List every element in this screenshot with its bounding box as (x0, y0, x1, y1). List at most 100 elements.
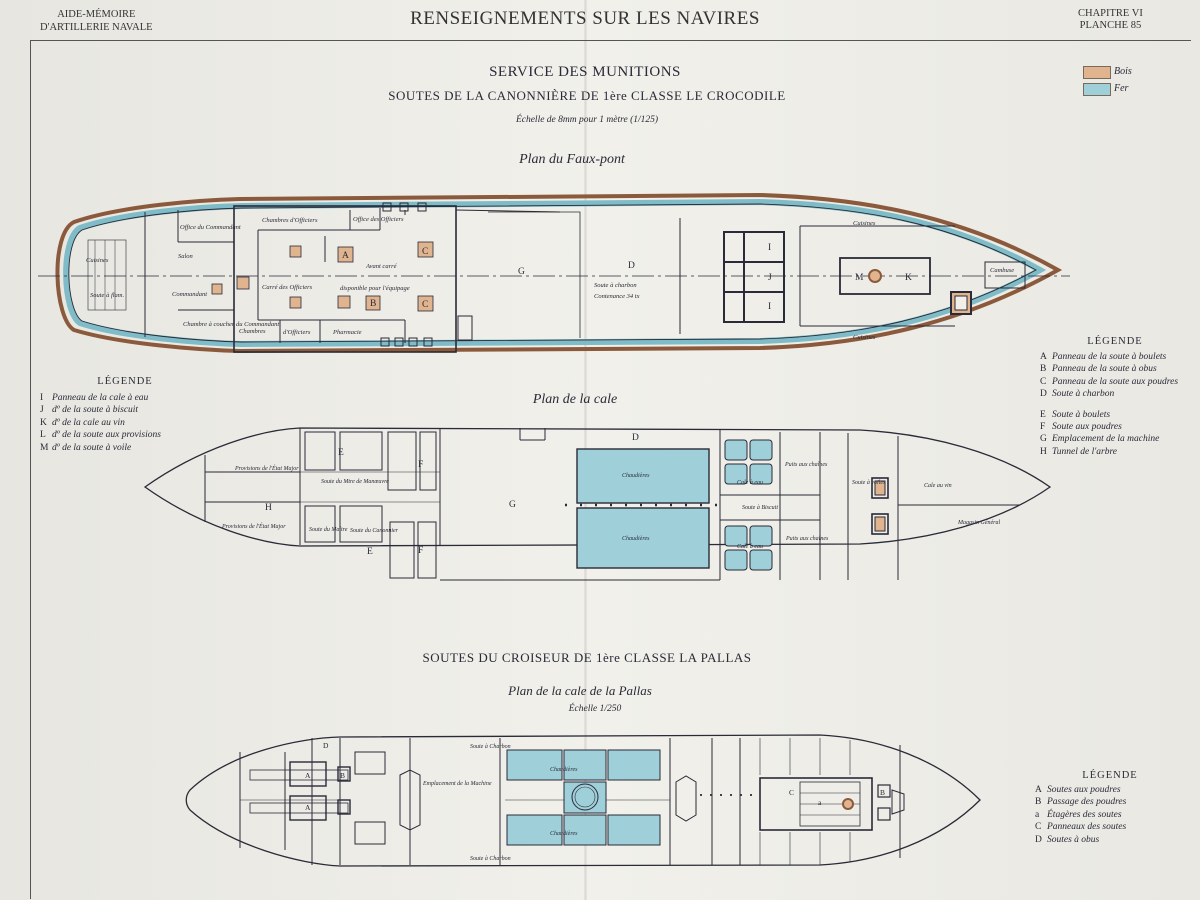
header-right: CHAPITRE VI PLANCHE 85 (1078, 8, 1143, 32)
fp-chambres-officiers-bottom: d'Officiers (283, 329, 311, 336)
fp-marker-c1: C (422, 247, 428, 257)
section1-subtitle: SOUTES DE LA CANONNIÈRE DE 1ère CLASSE L… (388, 88, 786, 103)
fp-marker-i2: I (768, 302, 771, 312)
cale-chaudiere-top (576, 448, 710, 504)
header-left-line2: D'ARTILLERIE NAVALE (40, 22, 153, 33)
header-right-line2: PLANCHE 85 (1079, 20, 1142, 31)
fp-avant-carre: Avant carré (365, 263, 398, 270)
legend-main-key: E (1040, 409, 1046, 420)
section2-scale: Échelle 1/250 (568, 704, 622, 714)
plan-cale (143, 427, 1052, 581)
fp-office-cmd: Office du Commandant (180, 224, 241, 231)
pallas-marker-a2: A (305, 803, 311, 812)
cale-hull (143, 427, 1052, 547)
cale-prov-bottom: Provisions de l'État Major (221, 522, 286, 530)
fp-cambuse: Cambuse (990, 267, 1014, 274)
pallas-marker-c: C (789, 788, 794, 797)
cale-marker-d: D (632, 433, 639, 443)
fp-salon-sub: Commandant (172, 291, 207, 298)
fp-contenance: Contenance 34 tx (594, 293, 640, 300)
legend-faux-pont-item: I Panneau de la cale à eau (40, 392, 210, 404)
legend-main-title: LÉGENDE (1087, 336, 1143, 347)
fp-soute-charbon: Soute à charbon (594, 282, 637, 289)
legend-main-item: F Soute aux poudres (1040, 421, 1190, 433)
fp-marker-d: D (628, 261, 635, 271)
legend-main-text: Panneau de la soute à boulets (1052, 352, 1167, 362)
legend-pallas-text: Panneaux des soutes (1047, 822, 1127, 833)
legend-faux-pont-key: J (40, 405, 44, 416)
legend-main-key: G (1040, 434, 1047, 445)
cale-marker-g: G (509, 500, 516, 510)
legend-main-text: Panneau de la soute aux poudres (1052, 376, 1179, 387)
legend-faux-pont-key: I (40, 393, 44, 403)
pallas-soute-charbon-top: Soute à Charbon (470, 744, 511, 750)
cale-marker-f2: F (418, 546, 423, 556)
legend-main-key: B (1040, 364, 1047, 375)
swatch-fer (1083, 83, 1111, 96)
pallas-marker-b2: B (880, 788, 885, 797)
legend-pallas-text: Étagères des soutes (1047, 809, 1122, 820)
legend-faux-pont-title: LÉGENDE (97, 376, 153, 387)
legend-faux-pont-text: dº de la soute aux provisions (52, 430, 161, 441)
swatch-bois-label: Bois (1114, 66, 1132, 77)
cale-soute-voiles: Soute à voiles (852, 480, 886, 486)
plan2-title: Plan de la cale (532, 392, 618, 407)
fp-chambres-bottom: Chambres (239, 328, 266, 335)
cale-marker-e1: E (338, 448, 344, 458)
legend-main-text: Soute aux poudres (1052, 422, 1122, 433)
fp-pharmacie: Pharmacie (332, 329, 362, 336)
pallas-hull (185, 734, 981, 867)
cale-marker-h: H (265, 503, 272, 513)
legend-faux-pont-text: dº de la cale au vin (52, 417, 125, 428)
header-left: AIDE-MÉMOIRE D'ARTILLERIE NAVALE (40, 8, 153, 34)
fp-marker-k: K (905, 273, 912, 283)
cale-soute-mtre: Soute du Mtre de Manœuvre (321, 479, 389, 485)
pallas-emplacement: Emplacement de la Machine (422, 781, 492, 787)
cale-eau-bottom: Cale à eau (737, 544, 763, 550)
legend-main-text: Soute à charbon (1052, 389, 1115, 400)
fp-soute-flam: Soute à flam. (90, 292, 124, 299)
fp-disponible: disponible pour l'équipage (340, 285, 410, 292)
pallas-chaudieres-bottom: Chaudières (550, 831, 578, 837)
pallas-soute-charbon-bottom: Soute à Charbon (470, 856, 511, 862)
legend-faux-pont-text: Panneau de la cale à eau (52, 393, 149, 403)
legend-pallas-text: Passage des poudres (1047, 797, 1127, 808)
legend-main-key: D (1040, 389, 1047, 400)
legend-pallas-text: Soutes à obus (1047, 834, 1100, 845)
plate-border (30, 40, 1191, 899)
cale-chaudieres-top: Chaudières (622, 473, 650, 479)
header-left-line1: AIDE-MÉMOIRE (57, 9, 136, 20)
legend-faux-pont-key: L (40, 430, 46, 441)
cale-soute-biscuit: Soute à Biscuit (742, 505, 778, 511)
fp-chambres-officiers-top: Chambres d'Officiers (262, 217, 318, 224)
legend-pallas-text: Soutes aux poudres (1047, 785, 1121, 795)
pallas-marker-b: B (340, 771, 345, 780)
header-right-line1: CHAPITRE VI (1078, 8, 1143, 19)
legend-main-key: H (1040, 446, 1047, 457)
fp-office-officiers: Office des Officiers (353, 216, 404, 223)
legend-main-key: F (1040, 422, 1046, 433)
plan-faux-pont (38, 192, 1070, 354)
cale-puits-bottom: Puits aux chaînes (785, 536, 829, 542)
legend-pallas-key: C (1035, 822, 1042, 833)
plan-pallas (185, 734, 981, 867)
swatch-fer-label: Fer (1114, 83, 1129, 94)
cale-soute-maitre: Soute du Maître (309, 527, 348, 533)
fp-marker-j: J (768, 273, 772, 283)
fp-chambre-cmd: Chambre à coucher du Commandant (183, 321, 279, 328)
fp-cuisines-right: Cuisines (853, 220, 876, 227)
